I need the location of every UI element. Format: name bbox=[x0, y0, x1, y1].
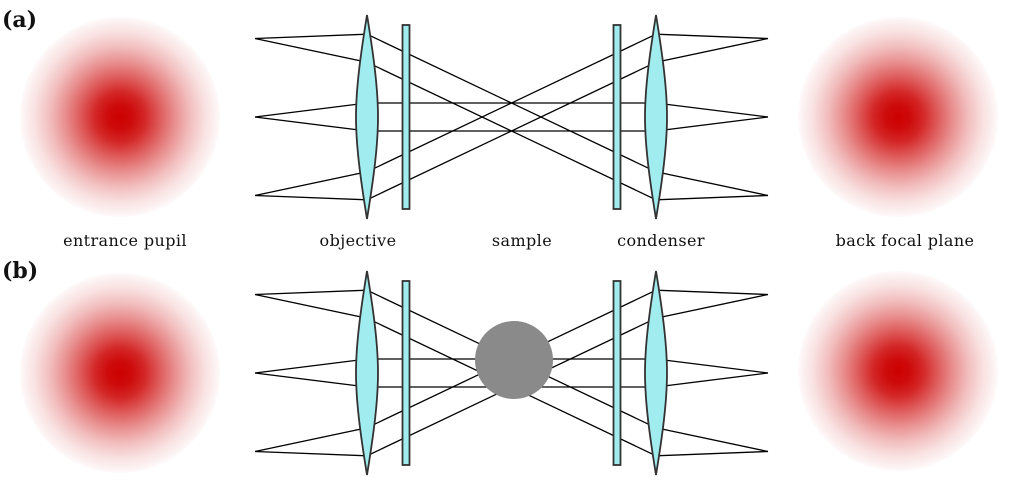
objective-label: objective bbox=[320, 231, 397, 250]
condenser-lens bbox=[644, 270, 668, 476]
back-focal-plane-intensity-blob bbox=[798, 17, 998, 217]
plate-after-objective bbox=[401, 280, 411, 466]
condenser-lens bbox=[644, 14, 668, 220]
plane-labels-row: entrance pupil objective sample condense… bbox=[63, 231, 974, 250]
condenser-label: condenser bbox=[617, 231, 705, 250]
objective-lens bbox=[355, 270, 379, 476]
light-ray bbox=[254, 33, 769, 197]
panel-a-letter: (a) bbox=[2, 7, 37, 33]
light-ray bbox=[254, 33, 769, 197]
panel-a bbox=[20, 14, 998, 220]
ray-bundle bbox=[254, 33, 769, 201]
panel-b bbox=[20, 270, 998, 476]
light-ray bbox=[254, 116, 769, 132]
light-ray bbox=[254, 102, 769, 118]
entrance-pupil-label: entrance pupil bbox=[63, 231, 187, 250]
panel-b-letter: (b) bbox=[2, 258, 38, 284]
light-ray bbox=[254, 37, 769, 201]
back-focal-plane-label: back focal plane bbox=[836, 231, 975, 250]
entrance-pupil-intensity-blob bbox=[20, 17, 220, 217]
back-focal-plane-intensity-blob bbox=[798, 271, 998, 471]
light-ray bbox=[254, 37, 769, 201]
entrance-pupil-intensity-blob bbox=[20, 273, 220, 473]
sample-label: sample bbox=[492, 231, 552, 250]
objective-lens bbox=[355, 14, 379, 220]
sample-scatterer-particle bbox=[475, 321, 553, 399]
plate-before-condenser bbox=[612, 24, 622, 210]
plate-before-condenser bbox=[612, 280, 622, 466]
plate-after-objective bbox=[401, 24, 411, 210]
